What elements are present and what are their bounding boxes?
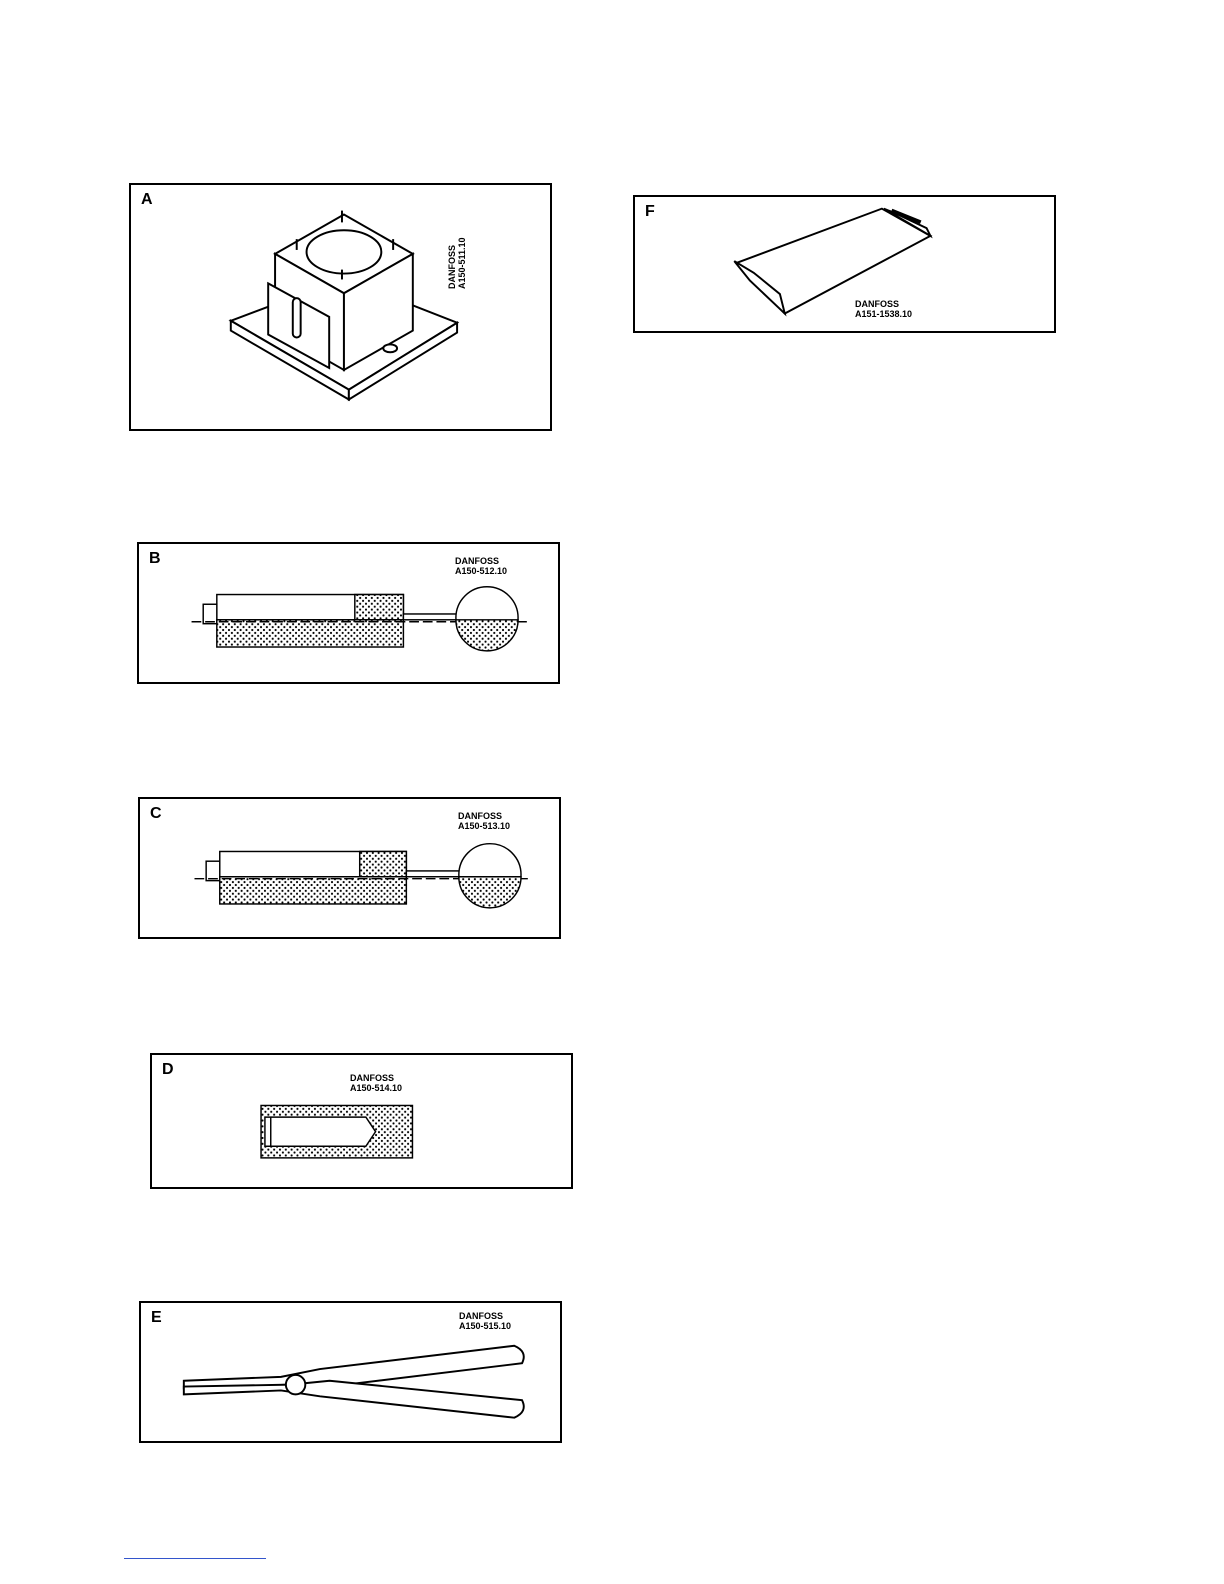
figure-b: B DANFOSS A150-512.10 <box>137 542 560 684</box>
figure-code: DANFOSS A150-512.10 <box>455 556 507 576</box>
figure-e: E DANFOSS A150-515.10 <box>139 1301 562 1443</box>
figure-letter: A <box>141 191 153 209</box>
figure-letter: C <box>150 805 162 823</box>
figure-code: DANFOSS A150-515.10 <box>459 1311 511 1331</box>
figure-code: DANFOSS A150-511.10 <box>447 237 467 289</box>
footnote-rule <box>124 1558 266 1559</box>
figure-code: DANFOSS A150-513.10 <box>458 811 510 831</box>
figure-c: C DANFOSS A150-513.10 <box>138 797 561 939</box>
figure-letter: E <box>151 1309 162 1327</box>
figure-code: DANFOSS A150-514.10 <box>350 1073 402 1093</box>
figure-letter: D <box>162 1061 174 1079</box>
figure-letter: F <box>645 203 655 221</box>
figure-f: F DANFOSS A151-1538.10 <box>633 195 1056 333</box>
figure-letter: B <box>149 550 161 568</box>
bent-plate-tool-drawing <box>635 197 1054 331</box>
figure-a: A DANFOSS A150-511.10 <box>129 183 552 431</box>
figure-d: D DANFOSS A150-514.10 <box>150 1053 573 1189</box>
fixture-block-drawing <box>131 185 550 429</box>
figure-code: DANFOSS A151-1538.10 <box>855 299 912 319</box>
